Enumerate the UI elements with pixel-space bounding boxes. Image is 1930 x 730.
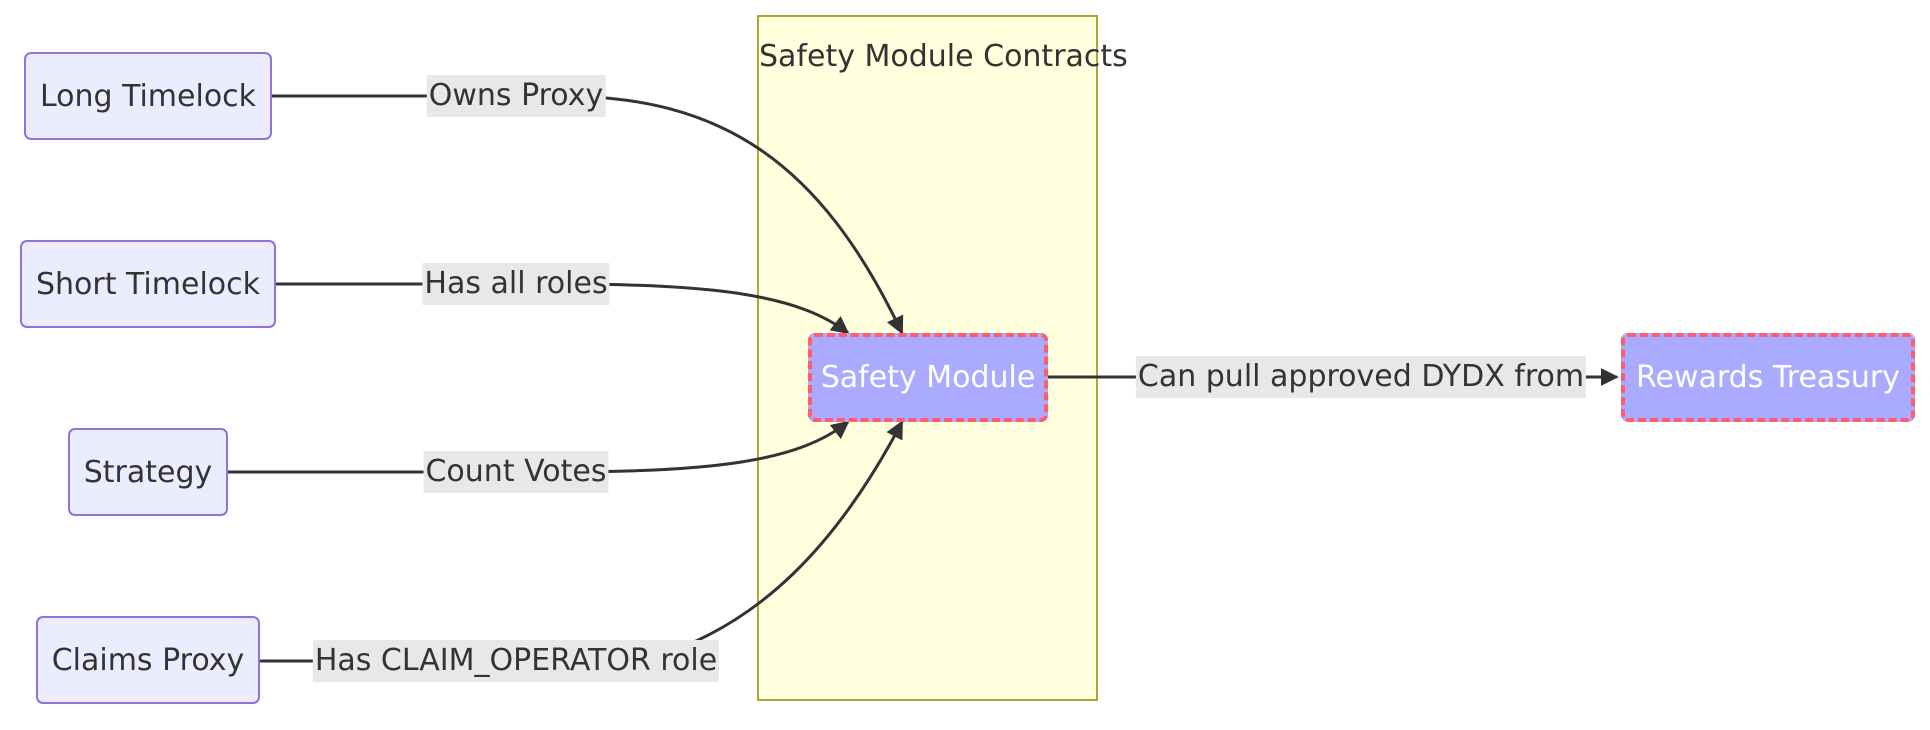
edge-label-owns-proxy: Owns Proxy [426, 75, 606, 117]
node-short-timelock[interactable]: Short Timelock [20, 240, 276, 328]
node-rewards-treasury[interactable]: Rewards Treasury [1621, 333, 1915, 422]
subgraph-title: Safety Module Contracts [759, 39, 1128, 74]
edge-label-can-pull-approved-dydx: Can pull approved DYDX from [1135, 356, 1587, 398]
node-claims-proxy[interactable]: Claims Proxy [36, 616, 260, 704]
edge-label-has-all-roles: Has all roles [422, 263, 610, 305]
node-long-timelock[interactable]: Long Timelock [24, 52, 272, 140]
edge-label-has-claim-operator-role: Has CLAIM_OPERATOR role [312, 640, 720, 682]
node-safety-module[interactable]: Safety Module [808, 333, 1048, 422]
edge-label-count-votes: Count Votes [423, 451, 609, 493]
edge-long-timelock-to-safety-module [272, 94, 904, 335]
node-strategy[interactable]: Strategy [68, 428, 228, 516]
